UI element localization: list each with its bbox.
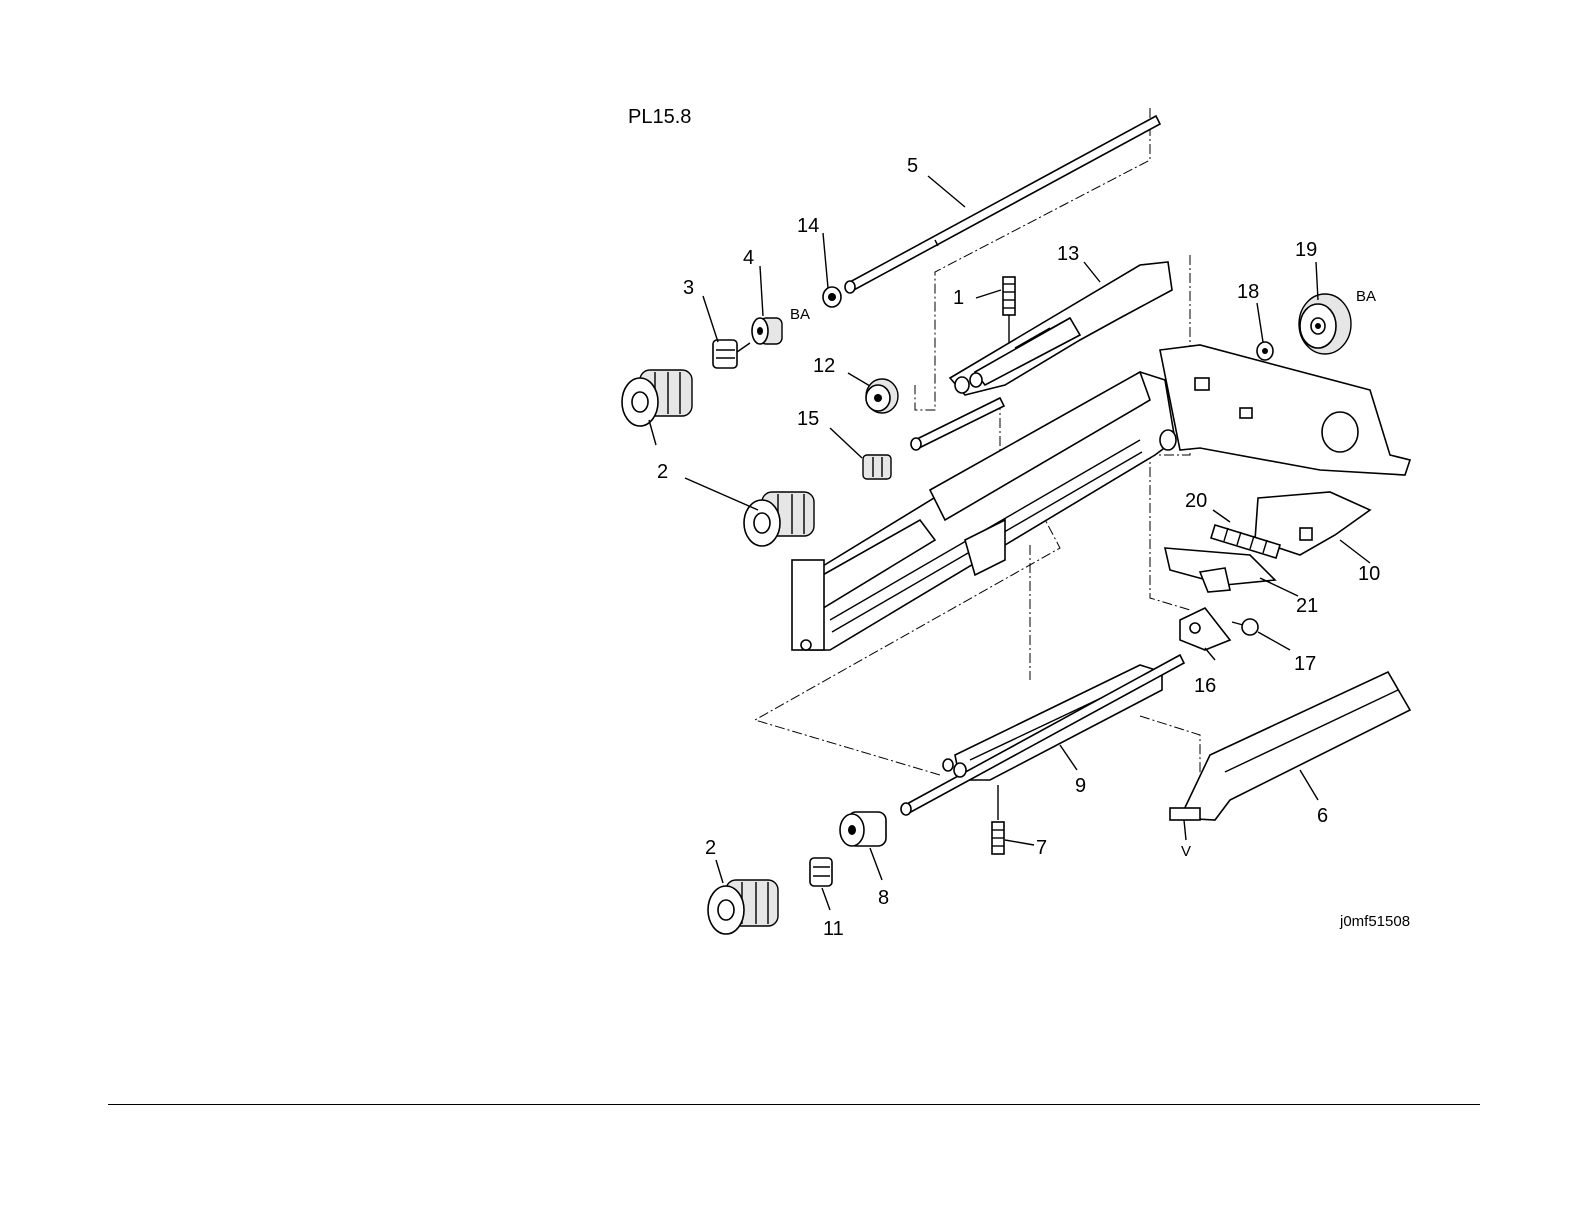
part-2-roller-top xyxy=(622,370,692,426)
part-5-shaft xyxy=(845,116,1160,293)
callout-6: 6 xyxy=(1317,805,1328,827)
callout-1: 1 xyxy=(953,287,964,309)
marker-v: V xyxy=(1181,843,1191,860)
part-8-roller xyxy=(840,812,886,846)
part-3-clutch xyxy=(713,340,750,368)
callout-10: 10 xyxy=(1358,563,1380,585)
footer-rule xyxy=(108,1104,1480,1105)
callout-9: 9 xyxy=(1075,775,1086,797)
marker-ba-left: BA xyxy=(790,306,810,323)
part-9-housing xyxy=(901,655,1184,815)
part-2-roller-middle xyxy=(744,492,814,546)
callout-14: 14 xyxy=(797,215,819,237)
part-7-spring xyxy=(992,785,1004,854)
part-12-gear xyxy=(866,379,898,413)
callout-5: 5 xyxy=(907,155,918,177)
part-14-bearing xyxy=(823,287,841,307)
part-2-roller-bottom xyxy=(708,880,778,934)
side-plate-right xyxy=(1160,345,1410,475)
callout-17: 17 xyxy=(1294,653,1316,675)
part-16-bracket xyxy=(1180,608,1230,650)
callout-2-bottom: 2 xyxy=(705,837,716,859)
image-code: j0mf51508 xyxy=(1340,913,1410,930)
callout-4: 4 xyxy=(743,247,754,269)
callout-19: 19 xyxy=(1295,239,1317,261)
callout-8: 8 xyxy=(878,887,889,909)
callout-16: 16 xyxy=(1194,675,1216,697)
callout-2-top: 2 xyxy=(657,461,668,483)
part-17-screw xyxy=(1232,619,1258,635)
part-19-gear xyxy=(1299,294,1351,354)
part-21-lever xyxy=(1165,548,1275,592)
marker-ba-right: BA xyxy=(1356,288,1376,305)
callout-15: 15 xyxy=(797,408,819,430)
callout-21: 21 xyxy=(1296,595,1318,617)
callout-20: 20 xyxy=(1185,490,1207,512)
callout-3: 3 xyxy=(683,277,694,299)
callout-13: 13 xyxy=(1057,243,1079,265)
callout-18: 18 xyxy=(1237,281,1259,303)
callout-11: 11 xyxy=(823,918,844,940)
callout-12: 12 xyxy=(813,355,835,377)
callout-7: 7 xyxy=(1036,837,1047,859)
part-18-collar xyxy=(1257,342,1273,360)
part-11-clutch xyxy=(810,858,832,886)
part-4-roller xyxy=(752,318,782,344)
